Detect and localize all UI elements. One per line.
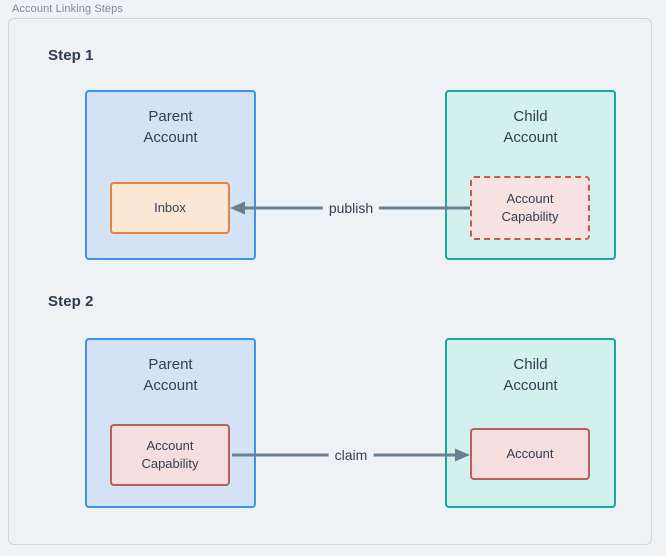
- step-1-parent-account-title: Parent Account: [143, 108, 198, 146]
- step-2-heading: Step 2: [48, 293, 94, 310]
- step-1-inbox-box: Inbox: [110, 182, 230, 234]
- step-1-parent-account-box: Parent Account: [85, 90, 256, 260]
- step-1-heading: Step 1: [48, 47, 94, 64]
- step-2-parent-account-title: Parent Account: [143, 356, 198, 394]
- step-2-account-box: Account: [470, 428, 590, 480]
- step-1-account-capability-label: Account Capability: [501, 191, 559, 224]
- step-2-account-capability-box: Account Capability: [110, 424, 230, 486]
- step-2-account-capability-label: Account Capability: [141, 438, 199, 471]
- step-2-arrow-label: claim: [328, 447, 374, 463]
- step-1-account-capability-box: Account Capability: [470, 176, 590, 240]
- step-1-inbox-label: Inbox: [154, 200, 186, 215]
- figure-caption: Account Linking Steps: [12, 3, 123, 15]
- step-2-account-label: Account: [506, 446, 554, 461]
- step-1-arrow-label: publish: [322, 200, 380, 216]
- step-1-child-account-title: Child Account: [503, 108, 558, 146]
- step-2-child-account-title: Child Account: [503, 356, 558, 394]
- step-2-child-account-box: Child Account: [445, 338, 616, 508]
